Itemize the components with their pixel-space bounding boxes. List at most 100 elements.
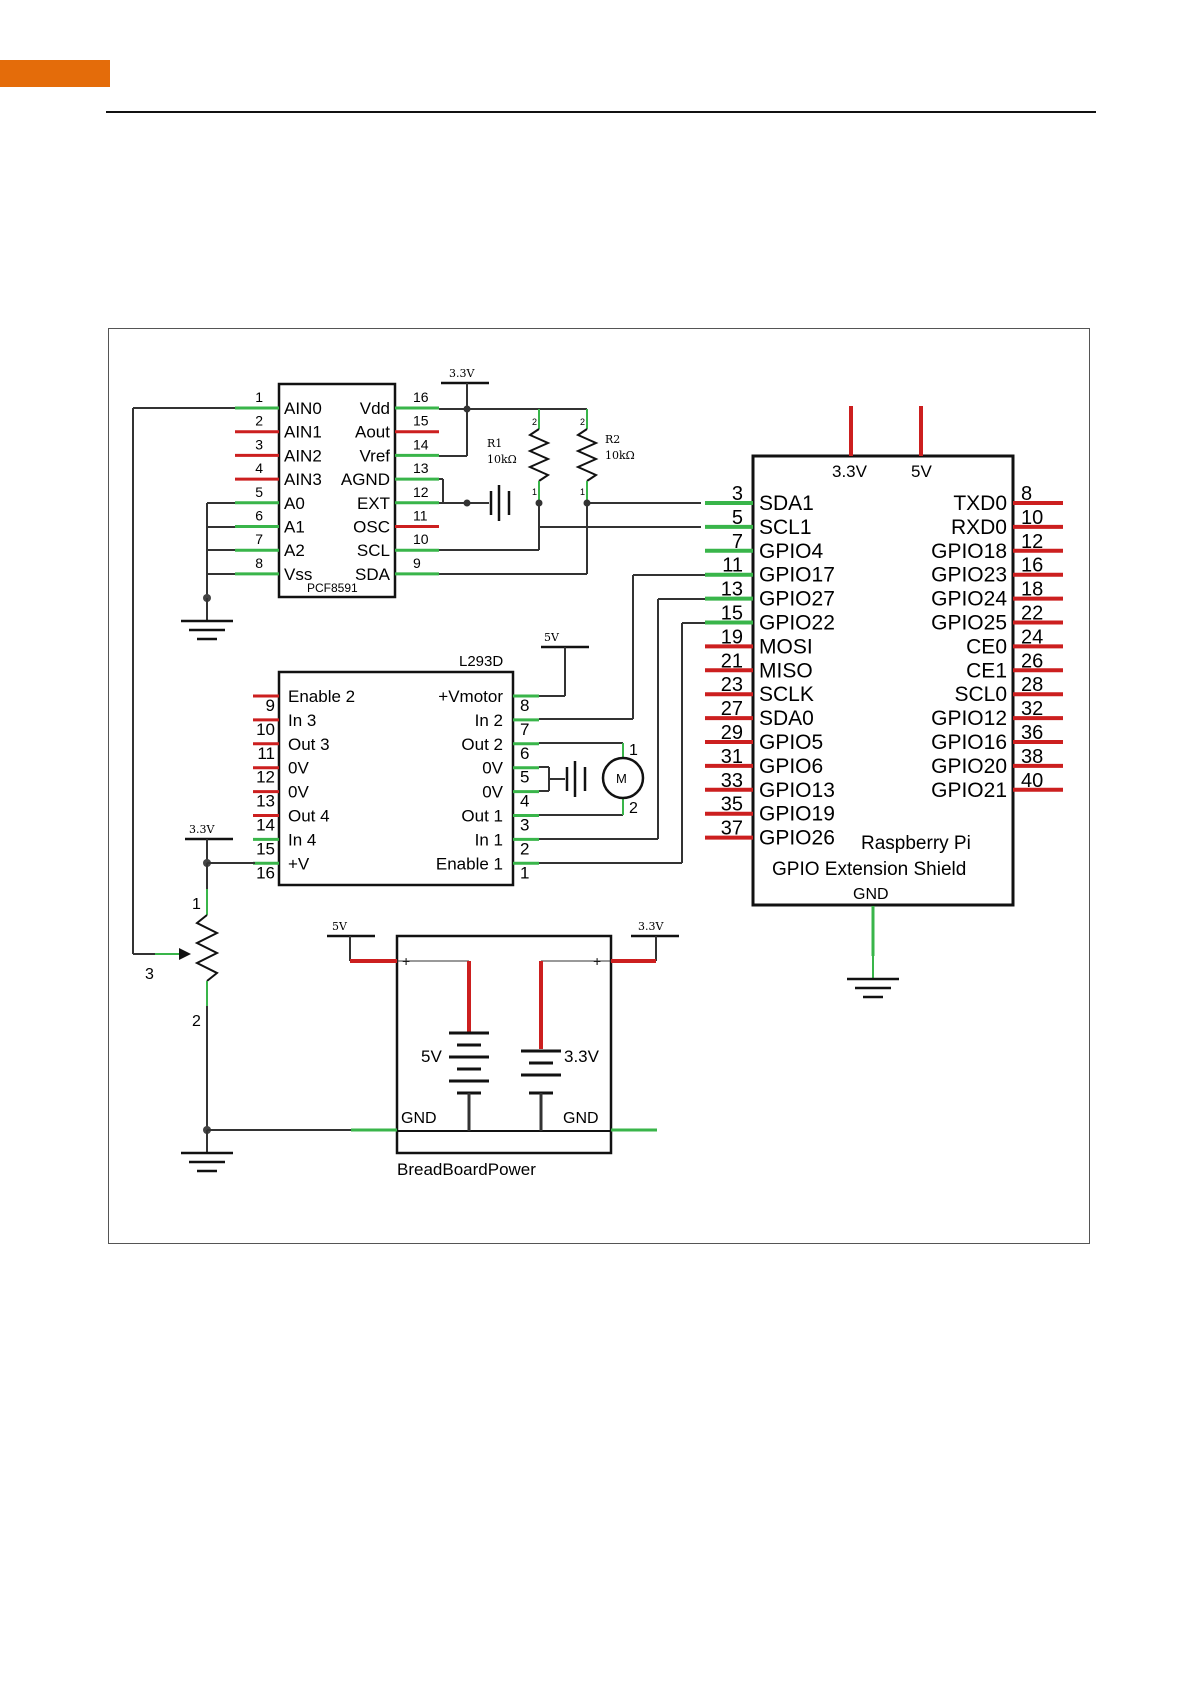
pcf8591-pin-label: EXT [357,494,390,513]
l293d-pin-label: Out 2 [461,735,503,754]
rpi-pin-label: GPIO27 [759,588,835,611]
rpi-pin-label: CE1 [966,659,1007,682]
pcf8591-pin-label: Aout [355,423,390,442]
l293d-pin-number: 12 [256,768,275,787]
pcf8591-pin-number: 9 [413,555,421,571]
rpi-title-line1: Raspberry Pi [861,833,971,854]
rpi-pin-number: 5 [732,507,743,529]
rpi-pin-label: SCLK [759,683,814,706]
wiper-arrow-icon [179,948,191,960]
pcf8591-pin-number: 4 [255,460,263,476]
rpi-pin-number: 16 [1021,555,1043,577]
breadboard-power-body [395,934,613,1155]
ground-icon [181,598,233,641]
rpi-5v-label: 5V [911,462,932,481]
pot-pin-wiper: 3 [145,966,154,983]
rpi-pin-label: GPIO19 [759,803,835,826]
l293d-pin-number: 5 [520,768,529,787]
pcf8591-pin-label: A2 [284,541,305,560]
l293d-pin-number: 4 [520,792,529,811]
pcf8591-pin-label: Vss [284,565,312,584]
l293d-pin-number: 13 [256,792,275,811]
l293d-pin-number: 16 [256,863,275,882]
rpi-pin-number: 38 [1021,746,1043,768]
l293d-pin-label: In 2 [475,711,503,730]
rpi-pin-number: 15 [721,603,743,625]
rpi-pin-number: 3 [732,483,743,505]
l293d-pin-label: In 1 [475,830,503,849]
rpi-pin-number: 19 [721,626,743,648]
rpi-3v3-label: 3.3V [832,462,868,481]
l293d-pin-label: Enable 2 [288,687,355,706]
rpi-pin-label: GPIO5 [759,731,823,754]
rpi-pin-number: 32 [1021,698,1043,720]
rpi-pin-label: CE0 [966,635,1007,658]
rpi-pin-number: 22 [1021,603,1043,625]
l293d-pin-label: Out 3 [288,735,330,754]
rpi-pin-label: GPIO18 [931,540,1007,563]
l293d-pin-label: Out 4 [288,807,330,826]
pcf-ground-battery-icon [489,485,511,521]
rpi-pin-label: GPIO23 [931,564,1007,587]
pcf8591-pin-number: 6 [255,508,263,524]
l293d-pin-number: 9 [266,696,275,715]
l293d-pin-number: 15 [256,839,275,858]
pcf8591-pin-label: SCL [357,541,390,560]
l293d-pin-number: 6 [520,744,529,763]
bbp-battery-5v-label: 5V [421,1047,442,1066]
rpi-title-line2: GPIO Extension Shield [772,859,966,880]
rpi-pin-number: 37 [721,818,743,840]
l293d-pin-number: 2 [520,839,529,858]
l293d-pin-label: +V [288,854,310,873]
bbp-left-supply-label: 5V [332,920,348,933]
l293d-pin-label: In 4 [288,830,316,849]
l293d-pin-number: 3 [520,816,529,835]
pcf8591-pin-label: SDA [355,565,391,584]
l293d-supply-label: 5V [544,631,560,644]
battery-3v3-icon [521,1049,561,1095]
ground-icon [847,956,899,999]
motor-pin1: 1 [629,742,638,759]
pcf8591-pin-label: AIN2 [284,446,322,465]
ground-icon [181,1130,233,1173]
rpi-pin-number: 21 [721,650,743,672]
pcf8591-pin-number: 12 [413,484,429,500]
rpi-pin-label: GPIO6 [759,755,823,778]
pcf8591-pin-number: 5 [255,484,263,500]
pcf8591-pin-label: AGND [341,470,390,489]
rpi-pin-number: 28 [1021,674,1043,696]
l293d-body [277,670,515,887]
r1-pin-top: 2 [532,417,537,427]
rpi-right-pins: 8TXD010RXD012GPIO1816GPIO2318GPIO2422GPI… [931,483,1063,802]
l293d-pin-number: 10 [256,720,275,739]
potentiometer: 3.3V 1 3 2 [145,823,351,1173]
rpi-pin-number: 26 [1021,650,1043,672]
pot-supply-label: 3.3V [189,823,215,836]
resistor-r1: R1 10kΩ 2 1 [487,409,551,503]
l293d-pin-number: 1 [520,863,529,882]
rpi-pin-label: GPIO16 [931,731,1007,754]
rpi-pin-label: GPIO12 [931,707,1007,730]
pcf8591-pin-label: OSC [353,518,390,537]
pcf8591-pin-label: Vdd [360,399,390,418]
rpi-pin-label: GPIO13 [759,779,835,802]
rpi-pin-label: GPIO4 [759,540,824,563]
rpi-pin-number: 35 [721,794,743,816]
bbp-gnd-right: GND [563,1110,599,1127]
pot-pin-bottom: 2 [192,1013,201,1030]
rpi-pin-number: 10 [1021,507,1043,529]
r2-value: 10kΩ [605,449,635,462]
r1-pin-bottom: 1 [532,487,537,497]
pcf8591-pin-number: 3 [255,436,263,452]
rpi-pin-label: GPIO26 [759,827,835,850]
rpi-pin-number: 12 [1021,531,1043,553]
pcf8591-pin-label: AIN0 [284,399,322,418]
pcf8591-pin-label: AIN3 [284,470,322,489]
rpi-pin-number: 24 [1021,626,1043,648]
pcf8591-pin-number: 8 [255,555,263,571]
l293d-pin-label: In 3 [288,711,316,730]
rpi-pin-number: 31 [721,746,743,768]
